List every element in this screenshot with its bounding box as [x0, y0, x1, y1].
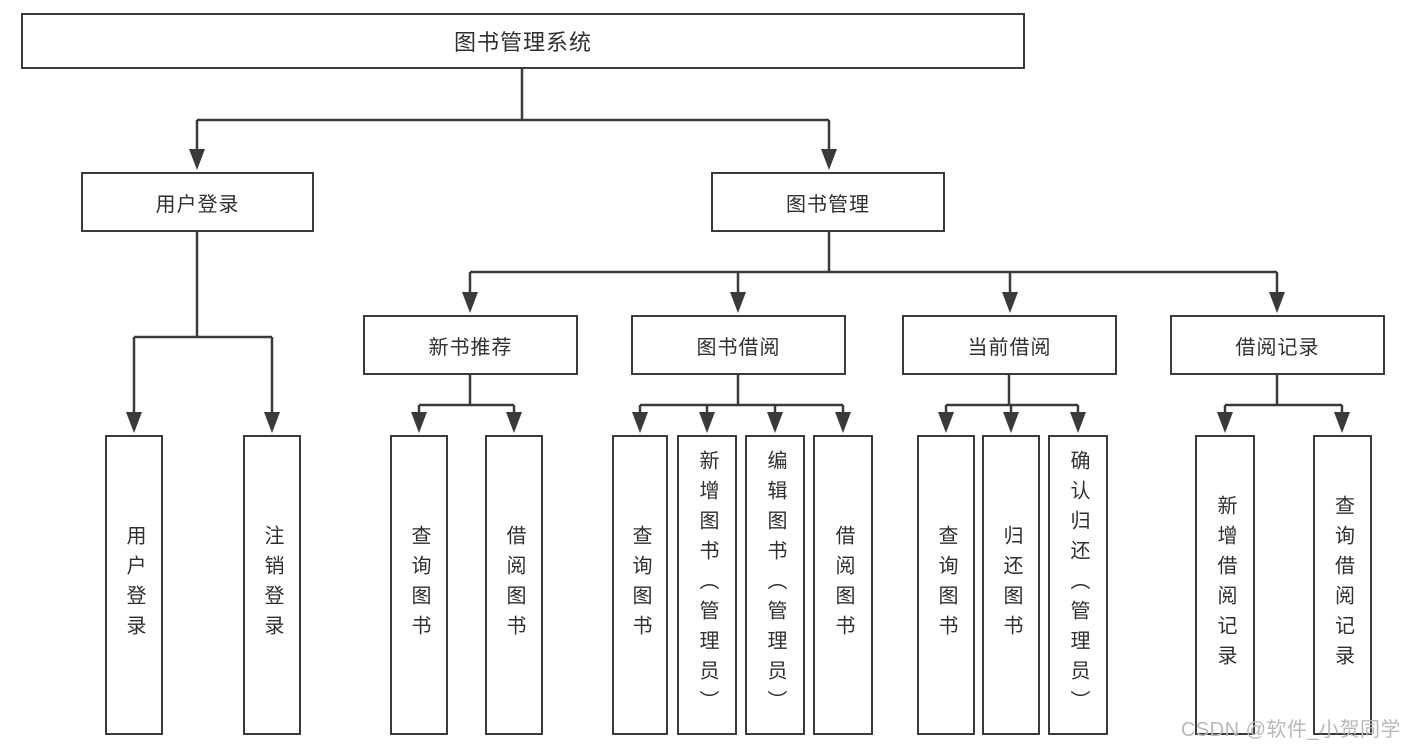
arrow-icon [1334, 412, 1350, 433]
node-root-system: 图书管理系统 [21, 13, 1025, 69]
leaf-query-books-current: 查询图书 [917, 435, 975, 735]
node-label: 用户登录 [155, 193, 240, 216]
node-borrow-records: 借阅记录 [1170, 315, 1385, 375]
node-label: 图书管理 [786, 193, 870, 216]
node-current-borrow: 当前借阅 [902, 315, 1117, 375]
arrow-icon [938, 412, 954, 433]
arrow-icon [126, 412, 142, 433]
node-label: 新增借阅记录 [1214, 495, 1236, 675]
node-label: 当前借阅 [967, 336, 1052, 359]
leaf-query-books-borrow: 查询图书 [612, 435, 668, 735]
node-label: 查询图书 [629, 525, 651, 645]
connector-current-to-leaves [944, 375, 1080, 419]
arrow-icon [767, 412, 783, 433]
leaf-add-borrow-record: 新增借阅记录 [1195, 435, 1255, 735]
node-label: 查询图书 [408, 525, 430, 645]
connector-recommend-to-leaves [417, 375, 516, 419]
arrow-icon [699, 412, 715, 433]
arrow-icon [506, 412, 522, 433]
node-label: 图书管理系统 [453, 30, 592, 55]
arrow-icon [1217, 412, 1233, 433]
node-label: 注销登录 [261, 525, 283, 645]
node-book-management-branch: 图书管理 [711, 172, 945, 232]
node-user-login-branch: 用户登录 [81, 172, 314, 232]
csdn-watermark: CSDN @软件_小贺同学 [1180, 719, 1401, 741]
node-label: 图书借阅 [696, 336, 781, 359]
arrow-icon [264, 412, 280, 433]
connector-borrow-to-leaves [638, 375, 845, 419]
arrow-icon [1003, 412, 1019, 433]
leaf-user-login: 用户登录 [105, 435, 163, 735]
node-label: 借阅图书 [832, 525, 854, 645]
node-label: 新增图书（管理员） [696, 450, 718, 720]
node-label: 借阅图书 [503, 525, 525, 645]
node-label: 查询借阅记录 [1331, 495, 1354, 675]
arrow-icon [730, 292, 746, 313]
node-new-book-recommend: 新书推荐 [363, 315, 578, 375]
arrow-icon [1070, 412, 1086, 433]
connector-root-to-level2 [195, 69, 831, 156]
node-label: 借阅记录 [1235, 336, 1320, 359]
arrow-icon [821, 149, 837, 170]
node-book-borrow: 图书借阅 [631, 315, 846, 375]
arrow-icon [1002, 292, 1018, 313]
leaf-query-borrow-record: 查询借阅记录 [1313, 435, 1372, 735]
arrow-icon [411, 412, 427, 433]
leaf-edit-book-admin: 编辑图书（管理员） [745, 435, 805, 735]
connector-book-mgmt-to-level3 [468, 232, 1279, 299]
node-label: 新书推荐 [428, 336, 513, 359]
node-label: 确认归还（管理员） [1067, 450, 1089, 720]
arrow-icon [189, 149, 205, 170]
node-label: 归还图书 [1000, 525, 1022, 645]
leaf-borrow-books-recommend: 借阅图书 [485, 435, 543, 735]
arrow-icon [1269, 292, 1285, 313]
arrow-icon [835, 412, 851, 433]
connector-records-to-leaves [1223, 375, 1344, 419]
leaf-logout: 注销登录 [243, 435, 301, 735]
node-label: 用户登录 [123, 525, 145, 645]
node-label: 查询图书 [935, 525, 957, 645]
arrow-icon [462, 292, 478, 313]
leaf-return-books: 归还图书 [982, 435, 1040, 735]
leaf-confirm-return-admin: 确认归还（管理员） [1048, 435, 1108, 735]
leaf-borrow-books: 借阅图书 [813, 435, 873, 735]
node-label: 编辑图书（管理员） [764, 450, 786, 720]
leaf-add-book-admin: 新增图书（管理员） [677, 435, 737, 735]
arrow-icon [632, 412, 648, 433]
connector-user-login-to-leaves [132, 232, 274, 419]
leaf-query-books-recommend: 查询图书 [390, 435, 448, 735]
